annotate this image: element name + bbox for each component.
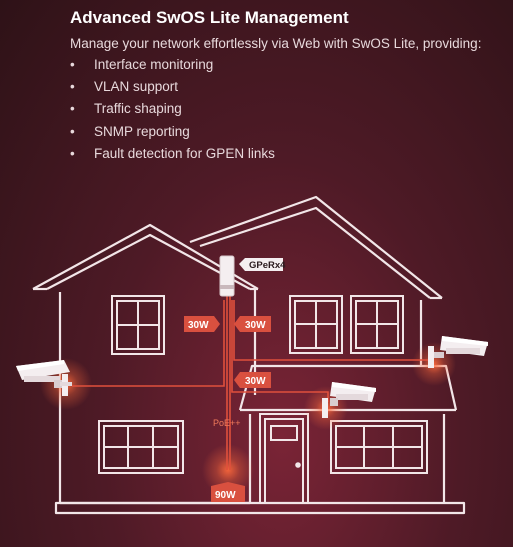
window	[330, 420, 428, 474]
power-label-right: 30W	[234, 316, 271, 332]
feature-item: VLAN support	[70, 79, 275, 101]
power-label-porch: 30W	[234, 372, 271, 388]
house-outline	[32, 195, 466, 515]
feature-item: Fault detection for GPEN links	[70, 146, 275, 168]
device-label: GPeRx4	[239, 258, 286, 271]
power-label-input: 90W	[211, 482, 245, 502]
svg-text:30W: 30W	[245, 376, 266, 387]
feature-list: Interface monitoring VLAN support Traffi…	[70, 57, 275, 168]
door	[259, 413, 309, 504]
svg-text:GPeRx4: GPeRx4	[249, 260, 286, 271]
power-label-left: 30W	[184, 316, 220, 332]
svg-text:90W: 90W	[215, 490, 236, 501]
gperx4-device	[219, 255, 235, 297]
page-title: Advanced SwOS Lite Management	[70, 8, 349, 27]
svg-text:30W: 30W	[188, 320, 209, 331]
window	[98, 420, 184, 474]
camera-left	[16, 360, 72, 396]
feature-item: Traffic shaping	[70, 101, 275, 123]
page-subtitle: Manage your network effortlessly via Web…	[70, 36, 482, 51]
camera-porch	[322, 382, 376, 418]
window	[350, 295, 404, 354]
input-glow	[202, 444, 254, 496]
camera-right	[428, 336, 488, 368]
poe-label: PoE++	[213, 418, 241, 428]
feature-item: Interface monitoring	[70, 57, 275, 79]
window	[111, 295, 165, 355]
feature-item: SNMP reporting	[70, 124, 275, 146]
svg-text:30W: 30W	[245, 320, 266, 331]
window	[289, 295, 343, 354]
